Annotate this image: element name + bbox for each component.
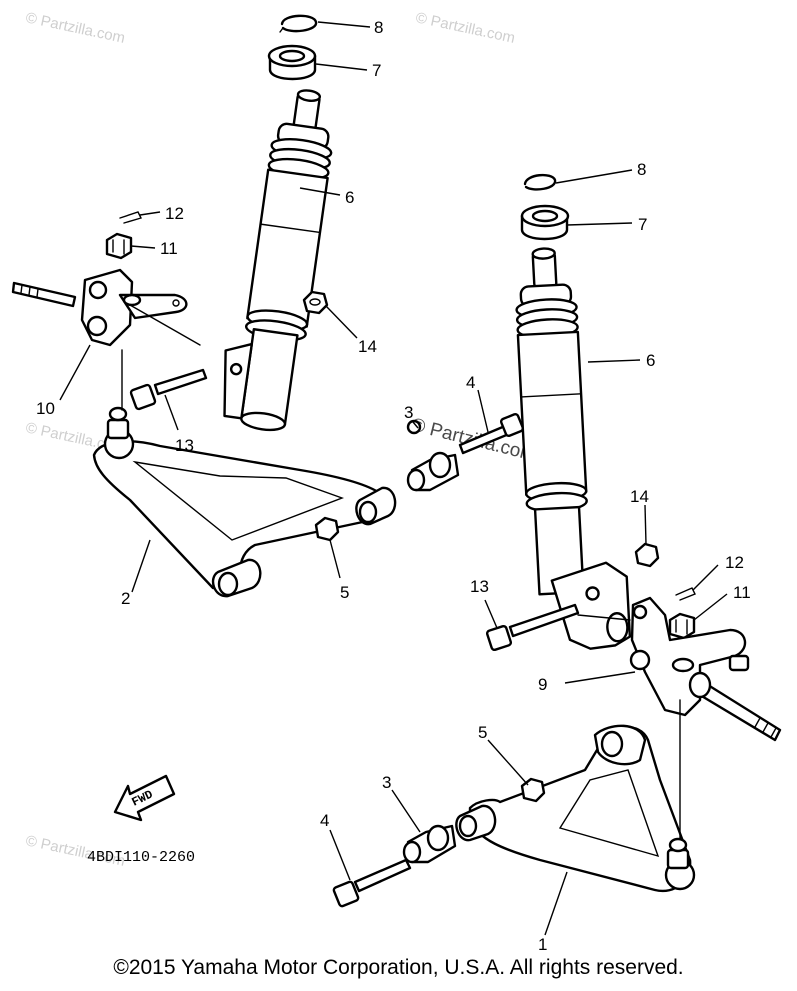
callout-3: 3	[382, 773, 391, 792]
right-bolt	[485, 603, 580, 652]
right-knuckle	[629, 596, 782, 742]
callout-6: 6	[646, 351, 655, 370]
alignment-lines	[121, 304, 681, 839]
watermark: © Partzilla.com	[24, 9, 126, 47]
callout-13: 13	[470, 577, 489, 596]
callouts: 8 7 6 12 11 14 10 13 3 4 5 2 8 7 6 14 12…	[36, 18, 751, 954]
callout-4: 4	[320, 811, 329, 830]
callout-8: 8	[637, 160, 646, 179]
left-lower-arm	[92, 406, 397, 598]
callout-12: 12	[725, 553, 744, 572]
right-circlip	[523, 173, 557, 191]
center-bolt	[458, 412, 525, 455]
right-locknut	[520, 204, 570, 241]
left-bushing	[406, 451, 460, 492]
callout-7: 7	[638, 215, 647, 234]
callout-7: 7	[372, 61, 381, 80]
callout-8: 8	[374, 18, 383, 37]
copyright-notice: ©2015 Yamaha Motor Corporation, U.S.A. A…	[113, 956, 684, 979]
leader-lines	[59, 21, 728, 936]
callout-14: 14	[630, 487, 649, 506]
lower-bolt	[332, 858, 412, 908]
callout-3: 3	[404, 403, 413, 422]
right-nut-14	[634, 542, 660, 568]
callout-11: 11	[733, 583, 751, 602]
watermark: © Partzilla.com	[414, 9, 516, 47]
diagram-reference: 4BDI110-2260	[87, 849, 195, 866]
callout-2: 2	[121, 589, 130, 608]
callout-1: 1	[538, 935, 547, 954]
callout-9: 9	[538, 675, 547, 694]
fwd-arrow: FWD	[113, 774, 176, 822]
left-bolt	[129, 368, 208, 411]
right-shock-absorber	[515, 247, 632, 650]
left-circlip	[279, 14, 318, 33]
callout-4: 4	[466, 373, 475, 392]
right-cotter-pin	[675, 587, 696, 601]
left-locknut	[267, 44, 317, 81]
right-bushing	[402, 824, 457, 864]
left-cotter-pin	[119, 211, 143, 224]
callout-11: 11	[160, 239, 178, 258]
right-castle-nut	[668, 612, 696, 640]
callout-14: 14	[358, 337, 377, 356]
left-nut-14	[302, 290, 329, 315]
callout-13: 13	[175, 436, 194, 455]
left-washer	[406, 419, 422, 435]
callout-5: 5	[478, 723, 487, 742]
callout-10: 10	[36, 399, 55, 418]
left-shock-absorber	[223, 89, 333, 432]
left-castle-nut	[105, 232, 133, 260]
callout-12: 12	[165, 204, 184, 223]
left-knuckle	[11, 268, 188, 347]
callout-6: 6	[345, 188, 354, 207]
callout-5: 5	[340, 583, 349, 602]
left-nut-5	[314, 516, 340, 542]
right-lower-arm	[455, 724, 696, 893]
